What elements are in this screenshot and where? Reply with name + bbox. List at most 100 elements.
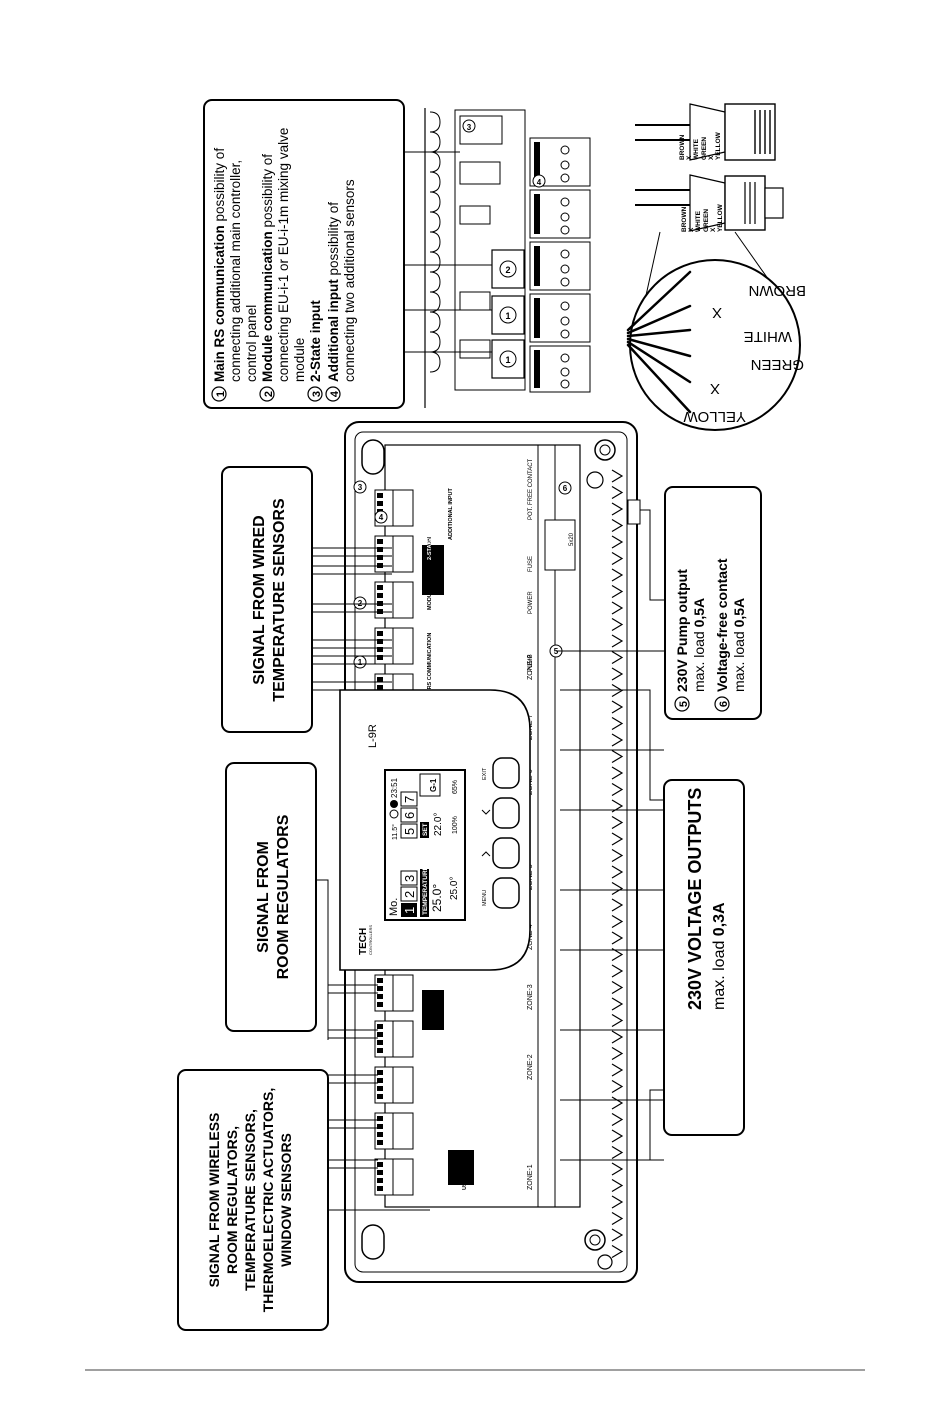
gland-chevron bbox=[611, 650, 624, 665]
terminal-screw bbox=[377, 539, 383, 544]
svg-text:6: 6 bbox=[718, 701, 730, 707]
svg-text:X: X bbox=[710, 380, 720, 397]
svg-text:TEMPERATURE SENSORS,: TEMPERATURE SENSORS, bbox=[242, 1109, 258, 1291]
terminal-screw bbox=[377, 1070, 383, 1075]
rj-connector-top: BROWN X WHITE GREEN X YELLOW bbox=[635, 103, 776, 161]
zone-label: ZONE-1 bbox=[527, 1164, 534, 1190]
svg-text:2-State input: 2-State input bbox=[308, 300, 323, 382]
legend-item-4: 4 Additional input possibility of connec… bbox=[325, 179, 357, 402]
terminal-screw bbox=[377, 1094, 383, 1099]
gland-chevron bbox=[611, 980, 624, 995]
gland-chevron bbox=[611, 1162, 624, 1176]
gland-chevron bbox=[611, 667, 624, 681]
callout-wireless: SIGNAL FROM WIRELESS ROOM REGULATORS, TE… bbox=[177, 1069, 430, 1331]
svg-text:GREEN: GREEN bbox=[703, 209, 710, 232]
svg-text:MODULE COMMUNICATION: MODULE COMMUNICATION bbox=[427, 537, 433, 610]
svg-text:Voltage-free contact: Voltage-free contact bbox=[714, 558, 730, 692]
svg-text:230V VOLTAGE OUTPUTS: 230V VOLTAGE OUTPUTS bbox=[685, 788, 705, 1010]
svg-text:TEMPERATURE: TEMPERATURE bbox=[422, 865, 429, 915]
terminal-cover bbox=[392, 1112, 414, 1150]
gland-chevron bbox=[611, 997, 624, 1011]
svg-text:22.0°: 22.0° bbox=[433, 813, 444, 836]
gland-chevron bbox=[611, 766, 624, 780]
terminal-cover bbox=[392, 1066, 414, 1104]
gland-chevron bbox=[611, 848, 624, 863]
svg-text:1: 1 bbox=[505, 311, 510, 321]
svg-text:BROWN: BROWN bbox=[749, 282, 807, 299]
svg-text:11.5°: 11.5° bbox=[391, 824, 399, 840]
gland-chevron bbox=[611, 1013, 624, 1028]
exit-button[interactable]: EXIT bbox=[482, 757, 520, 789]
gland-chevron bbox=[611, 898, 624, 912]
terminal-screw bbox=[377, 547, 383, 552]
control-panel: L-9R TECH CONTROLLERS Mo. 11.5° 23:51 1 … bbox=[339, 689, 531, 971]
zone-label: ZONE-3 bbox=[527, 984, 534, 1010]
rj-socket-2: 2 bbox=[491, 249, 525, 289]
terminal-screw bbox=[377, 493, 383, 498]
gland-chevron bbox=[611, 469, 624, 483]
svg-text:4: 4 bbox=[379, 513, 384, 522]
terminal-screw bbox=[377, 1140, 383, 1145]
bottom-terminal-strip bbox=[374, 974, 414, 1196]
menu-button[interactable]: MENU bbox=[482, 877, 520, 909]
svg-text:1: 1 bbox=[402, 907, 417, 914]
svg-text:USB: USB bbox=[462, 1178, 468, 1190]
terminal-screw bbox=[377, 994, 383, 999]
terminal-screw bbox=[377, 631, 383, 636]
terminal-cover bbox=[392, 1158, 414, 1196]
lcd-screen: Mo. 11.5° 23:51 1 2 3 5 6 bbox=[384, 769, 466, 921]
svg-text:2-STATE INPUT: 2-STATE INPUT bbox=[427, 519, 433, 560]
svg-text:max. load 0,3A: max. load 0,3A bbox=[711, 902, 728, 1010]
rj-socket-1b: 1 bbox=[491, 339, 525, 379]
gland-chevron bbox=[611, 617, 624, 632]
svg-text:MENU: MENU bbox=[482, 890, 488, 906]
legend-box: 1 Main RS communication possibility of c… bbox=[203, 99, 405, 409]
gland-chevron bbox=[611, 1145, 624, 1160]
terminal-screw bbox=[377, 593, 383, 598]
gland-chevron bbox=[611, 782, 624, 797]
terminal-screw bbox=[377, 1186, 383, 1191]
terminal-cover bbox=[392, 627, 414, 665]
svg-text:23:51: 23:51 bbox=[390, 777, 399, 798]
svg-text:WHITE: WHITE bbox=[744, 328, 792, 345]
terminal-screw bbox=[377, 1162, 383, 1167]
svg-text:connecting additional main con: connecting additional main controller, bbox=[228, 160, 243, 382]
svg-text:X: X bbox=[688, 227, 695, 232]
gland-chevron bbox=[611, 1079, 624, 1094]
terminal-screw bbox=[377, 639, 383, 644]
rj-socket-1a: 1 bbox=[491, 295, 525, 335]
gland-chevron bbox=[611, 931, 624, 945]
down-button[interactable] bbox=[481, 837, 520, 869]
svg-text:Mo.: Mo. bbox=[388, 898, 400, 916]
svg-text:EXIT: EXIT bbox=[482, 767, 488, 780]
terminal-screw bbox=[377, 585, 383, 590]
terminal-screw bbox=[377, 685, 383, 690]
svg-text:SIGNAL FROM WIRED: SIGNAL FROM WIRED bbox=[251, 515, 268, 684]
gland-chevron bbox=[611, 584, 624, 599]
power-labels: PUMP POWER FUSE 5x20 POT. FREE CONTACT bbox=[528, 458, 576, 672]
gland-chevron bbox=[611, 502, 624, 516]
up-button[interactable] bbox=[481, 797, 520, 829]
terminal-screw bbox=[377, 1086, 383, 1091]
svg-text:G-1: G-1 bbox=[429, 778, 438, 792]
terminal-cover bbox=[392, 974, 414, 1012]
terminal-screw bbox=[377, 978, 383, 983]
terminal-screw bbox=[377, 1116, 383, 1121]
svg-text:5x20: 5x20 bbox=[569, 532, 575, 546]
svg-text:1: 1 bbox=[505, 355, 510, 365]
svg-text:YELLOW: YELLOW bbox=[715, 131, 722, 160]
svg-text:3: 3 bbox=[402, 875, 417, 882]
gland-chevron bbox=[611, 1063, 624, 1077]
board-detail: 2 1 1 4 bbox=[404, 108, 591, 408]
svg-text:ADDITIONAL INPUT: ADDITIONAL INPUT bbox=[448, 488, 454, 540]
callout-wired-sensors: SIGNAL FROM WIRED TEMPERATURE SENSORS bbox=[221, 466, 392, 733]
zone-label: ZONE-2 bbox=[527, 1054, 534, 1080]
svg-text:max. load 0,5A: max. load 0,5A bbox=[691, 598, 707, 692]
gland-chevron bbox=[611, 1228, 624, 1242]
gland-chevron bbox=[611, 716, 624, 731]
terminal-screw bbox=[377, 1170, 383, 1175]
gland-chevron bbox=[611, 1195, 624, 1209]
svg-text:PUMP: PUMP bbox=[528, 655, 534, 672]
svg-text:3: 3 bbox=[311, 391, 323, 397]
terminal-screw bbox=[377, 501, 383, 506]
